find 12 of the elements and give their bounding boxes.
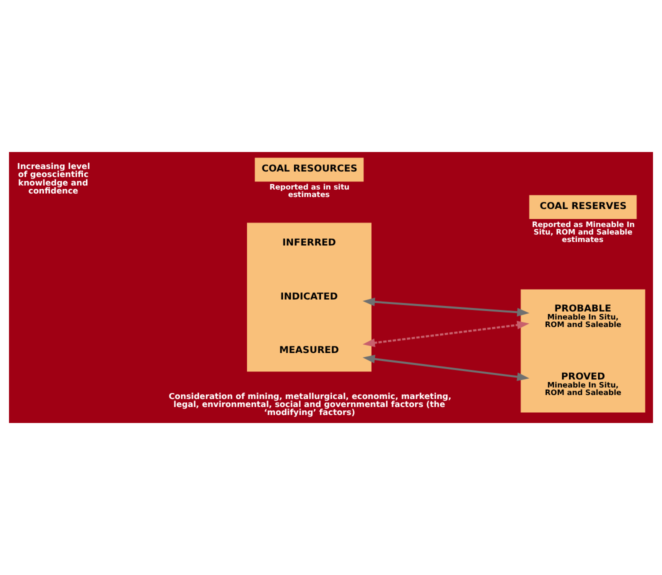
arrow (362, 320, 530, 348)
node-text: INFERRED (282, 238, 336, 249)
label: Increasing level of geoscientific knowledge and confidence (17, 161, 90, 196)
node-text: INDICATED (280, 291, 338, 302)
arrow (362, 354, 530, 382)
cluster (520, 289, 646, 412)
node-box: COAL RESERVES (529, 195, 637, 219)
label: Consideration of mining, metallurgical, economic, marketing, legal, environmental, social and governmental factors (the ‘modifying’ factors) (168, 390, 452, 418)
node-text: MEASURED (279, 345, 339, 356)
arrow (362, 298, 530, 316)
node-box: COAL RESOURCES (254, 158, 364, 182)
cluster (247, 222, 372, 372)
